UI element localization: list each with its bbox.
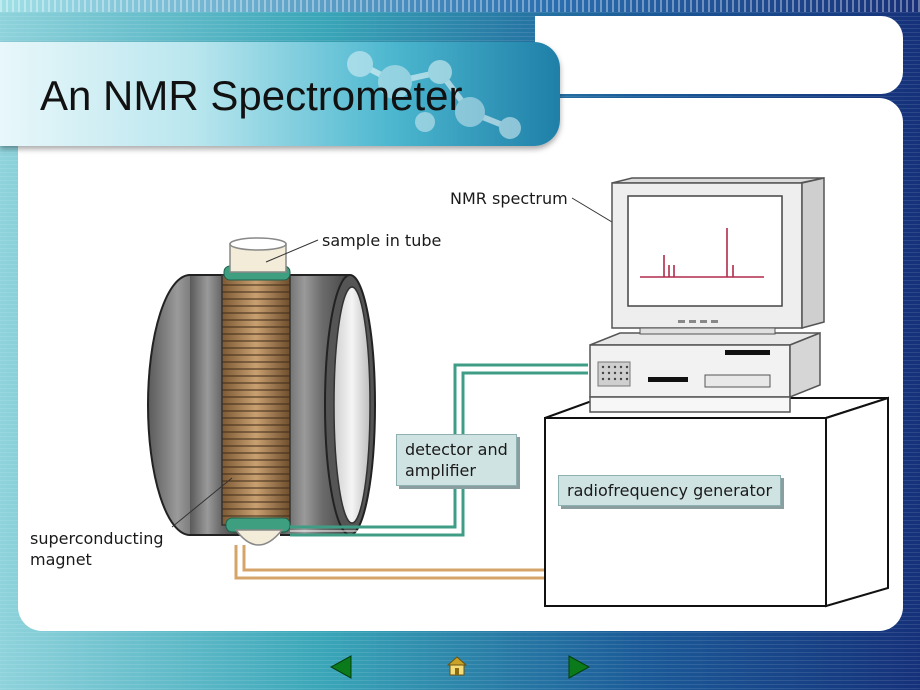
sample-leader-line bbox=[265, 239, 319, 263]
home-button[interactable] bbox=[446, 655, 468, 682]
rf-coil bbox=[221, 265, 291, 533]
computer-base bbox=[589, 331, 821, 413]
home-icon bbox=[446, 656, 468, 676]
detector-amplifier-box: detector and amplifier bbox=[396, 434, 517, 486]
next-arrow-icon bbox=[568, 655, 591, 679]
detector-label-line1: detector and bbox=[405, 440, 508, 459]
sample-in-tube-label: sample in tube bbox=[322, 231, 442, 250]
table bbox=[544, 396, 889, 608]
prev-slide-button[interactable] bbox=[329, 655, 352, 684]
spectrum-trace bbox=[640, 228, 764, 278]
magnet-label-line1: superconducting bbox=[30, 529, 164, 548]
molecule-decoration bbox=[347, 51, 521, 139]
magnet-right-half bbox=[280, 274, 376, 536]
nmr-spectrum-label: NMR spectrum bbox=[450, 189, 568, 208]
slide-title: An NMR Spectrometer bbox=[40, 72, 463, 119]
top-decorative-strip bbox=[0, 0, 920, 12]
monitor bbox=[611, 177, 825, 335]
magnet-label: superconducting magnet bbox=[30, 528, 164, 570]
next-slide-button[interactable] bbox=[568, 655, 591, 684]
previous-arrow-icon bbox=[329, 655, 352, 679]
top-white-panel bbox=[535, 16, 903, 94]
magnet-label-line2: magnet bbox=[30, 550, 92, 569]
rf-generator-label: radiofrequency generator bbox=[567, 481, 773, 500]
detector-label-line2: amplifier bbox=[405, 461, 476, 480]
magnet-leader-line bbox=[171, 477, 233, 528]
rf-generator-box: radiofrequency generator bbox=[558, 475, 782, 506]
title-bar bbox=[0, 42, 560, 146]
